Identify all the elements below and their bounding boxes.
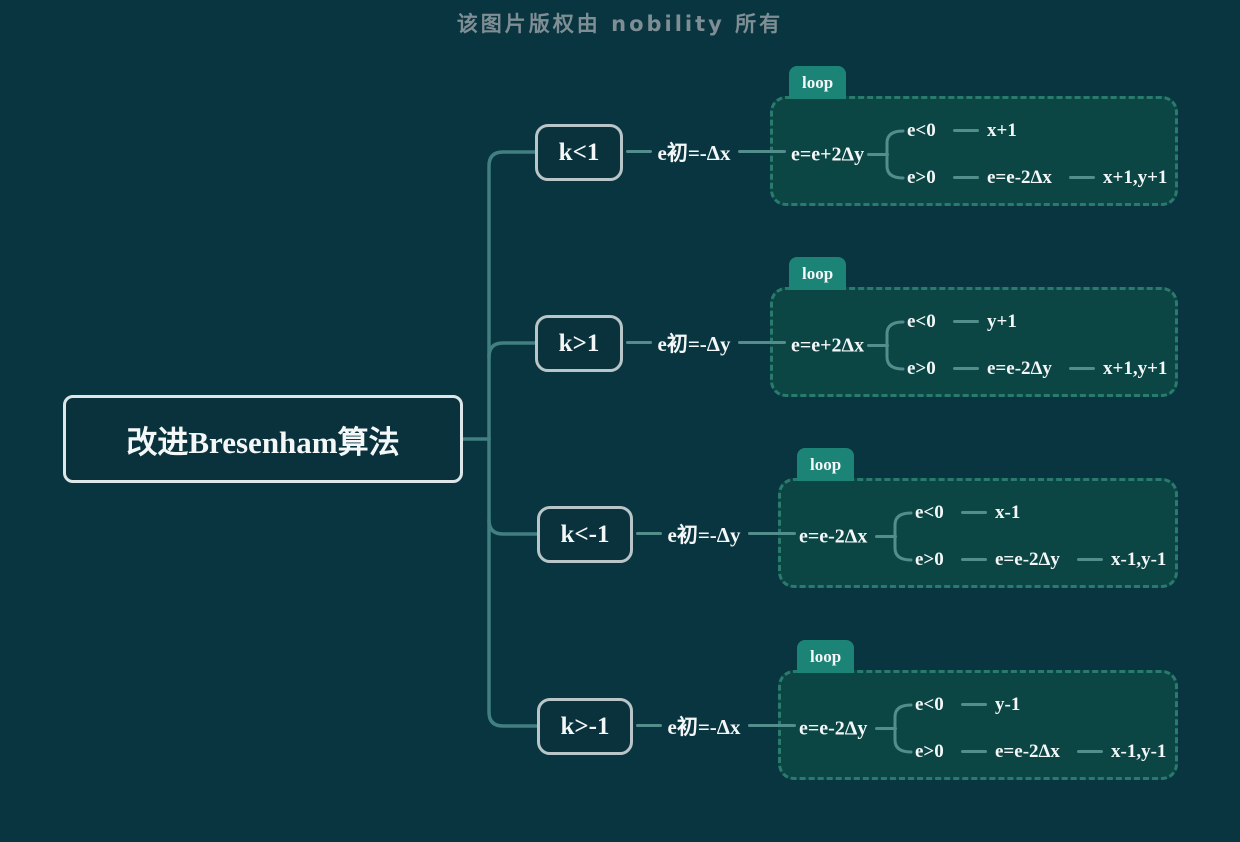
- branch-bracket: [893, 511, 913, 562]
- case-condition-node[interactable]: e>0: [907, 167, 936, 188]
- connector-line: [636, 724, 662, 727]
- case-condition-node[interactable]: e<0: [907, 120, 936, 141]
- connector-line: [1077, 558, 1103, 561]
- step-node[interactable]: e=e-2Δx: [987, 167, 1052, 188]
- connector-line: [748, 724, 796, 727]
- connector-line: [1077, 750, 1103, 753]
- branch-condition-label: k>-1: [560, 712, 610, 740]
- branch-condition-label: k<1: [558, 138, 600, 166]
- init-node[interactable]: e初=-Δx: [667, 715, 741, 739]
- connector-line: [636, 532, 662, 535]
- step-node[interactable]: x+1,y+1: [1103, 358, 1168, 379]
- loop-tag: loop: [797, 640, 855, 673]
- connector-line: [961, 703, 987, 706]
- loop-group-1: loop e=e+2Δy e<0 x+1 e>0 e=e-2Δx x+1,y+1: [770, 66, 1178, 206]
- connector-line: [867, 344, 889, 347]
- connector-line: [1069, 176, 1095, 179]
- branch-bracket: [893, 703, 913, 754]
- update-node[interactable]: e=e-2Δx: [799, 525, 868, 548]
- connector-line: [875, 727, 897, 730]
- case-condition-node[interactable]: e<0: [907, 311, 936, 332]
- step-node[interactable]: e=e-2Δy: [995, 549, 1060, 570]
- connector-line: [1069, 367, 1095, 370]
- loop-tag: loop: [789, 66, 847, 99]
- init-node[interactable]: e初=-Δy: [667, 523, 741, 547]
- connector-line: [953, 367, 979, 370]
- branch-node-3[interactable]: k<-1: [537, 506, 633, 563]
- branch-condition-label: k>1: [558, 329, 600, 357]
- branch-node-2[interactable]: k>1: [535, 315, 623, 372]
- connector-line: [961, 558, 987, 561]
- loop-group-4: loop e=e-2Δy e<0 y-1 e>0 e=e-2Δx x-1,y-1: [778, 640, 1178, 780]
- step-node[interactable]: x+1: [987, 120, 1017, 141]
- loop-group-2: loop e=e+2Δx e<0 y+1 e>0 e=e-2Δy x+1,y+1: [770, 257, 1178, 397]
- connector-line: [738, 341, 786, 344]
- connector-line: [626, 341, 652, 344]
- edge-branch-1: [487, 150, 537, 441]
- loop-tag: loop: [789, 257, 847, 290]
- connector-line: [875, 535, 897, 538]
- step-node[interactable]: x-1: [995, 502, 1021, 523]
- branch-bracket: [885, 320, 905, 371]
- step-node[interactable]: x-1,y-1: [1111, 549, 1167, 570]
- loop-group-3: loop e=e-2Δx e<0 x-1 e>0 e=e-2Δy x-1,y-1: [778, 448, 1178, 588]
- watermark: 该图片版权由 nobility 所有: [456, 12, 784, 36]
- connector-line: [748, 532, 796, 535]
- root-label: 改进Bresenham算法: [126, 424, 400, 460]
- connector-line: [867, 153, 889, 156]
- step-node[interactable]: y+1: [987, 311, 1017, 332]
- branch-condition-label: k<-1: [560, 520, 610, 548]
- init-node[interactable]: e初=-Δy: [657, 332, 731, 356]
- case-condition-node[interactable]: e<0: [915, 502, 944, 523]
- init-node[interactable]: e初=-Δx: [657, 141, 731, 165]
- branch-node-1[interactable]: k<1: [535, 124, 623, 181]
- case-condition-node[interactable]: e>0: [915, 741, 944, 762]
- case-condition-node[interactable]: e>0: [907, 358, 936, 379]
- branch-bracket: [885, 129, 905, 180]
- connector-line: [953, 176, 979, 179]
- root-node[interactable]: 改进Bresenham算法: [63, 395, 463, 483]
- update-node[interactable]: e=e+2Δx: [791, 334, 865, 357]
- update-node[interactable]: e=e-2Δy: [799, 717, 868, 740]
- connector-line: [953, 320, 979, 323]
- update-node[interactable]: e=e+2Δy: [791, 143, 865, 166]
- case-condition-node[interactable]: e<0: [915, 694, 944, 715]
- edge-branch-4: [487, 437, 539, 728]
- step-node[interactable]: x-1,y-1: [1111, 741, 1167, 762]
- step-node[interactable]: e=e-2Δx: [995, 741, 1060, 762]
- step-node[interactable]: y-1: [995, 694, 1021, 715]
- edge-branch-3: [487, 518, 539, 536]
- connector-line: [626, 150, 652, 153]
- step-node[interactable]: e=e-2Δy: [987, 358, 1052, 379]
- case-condition-node[interactable]: e>0: [915, 549, 944, 570]
- connector-line: [961, 511, 987, 514]
- step-node[interactable]: x+1,y+1: [1103, 167, 1168, 188]
- connector-line: [738, 150, 786, 153]
- connector-line: [961, 750, 987, 753]
- connector-line: [953, 129, 979, 132]
- edge-branch-2: [487, 341, 537, 359]
- loop-tag: loop: [797, 448, 855, 481]
- branch-node-4[interactable]: k>-1: [537, 698, 633, 755]
